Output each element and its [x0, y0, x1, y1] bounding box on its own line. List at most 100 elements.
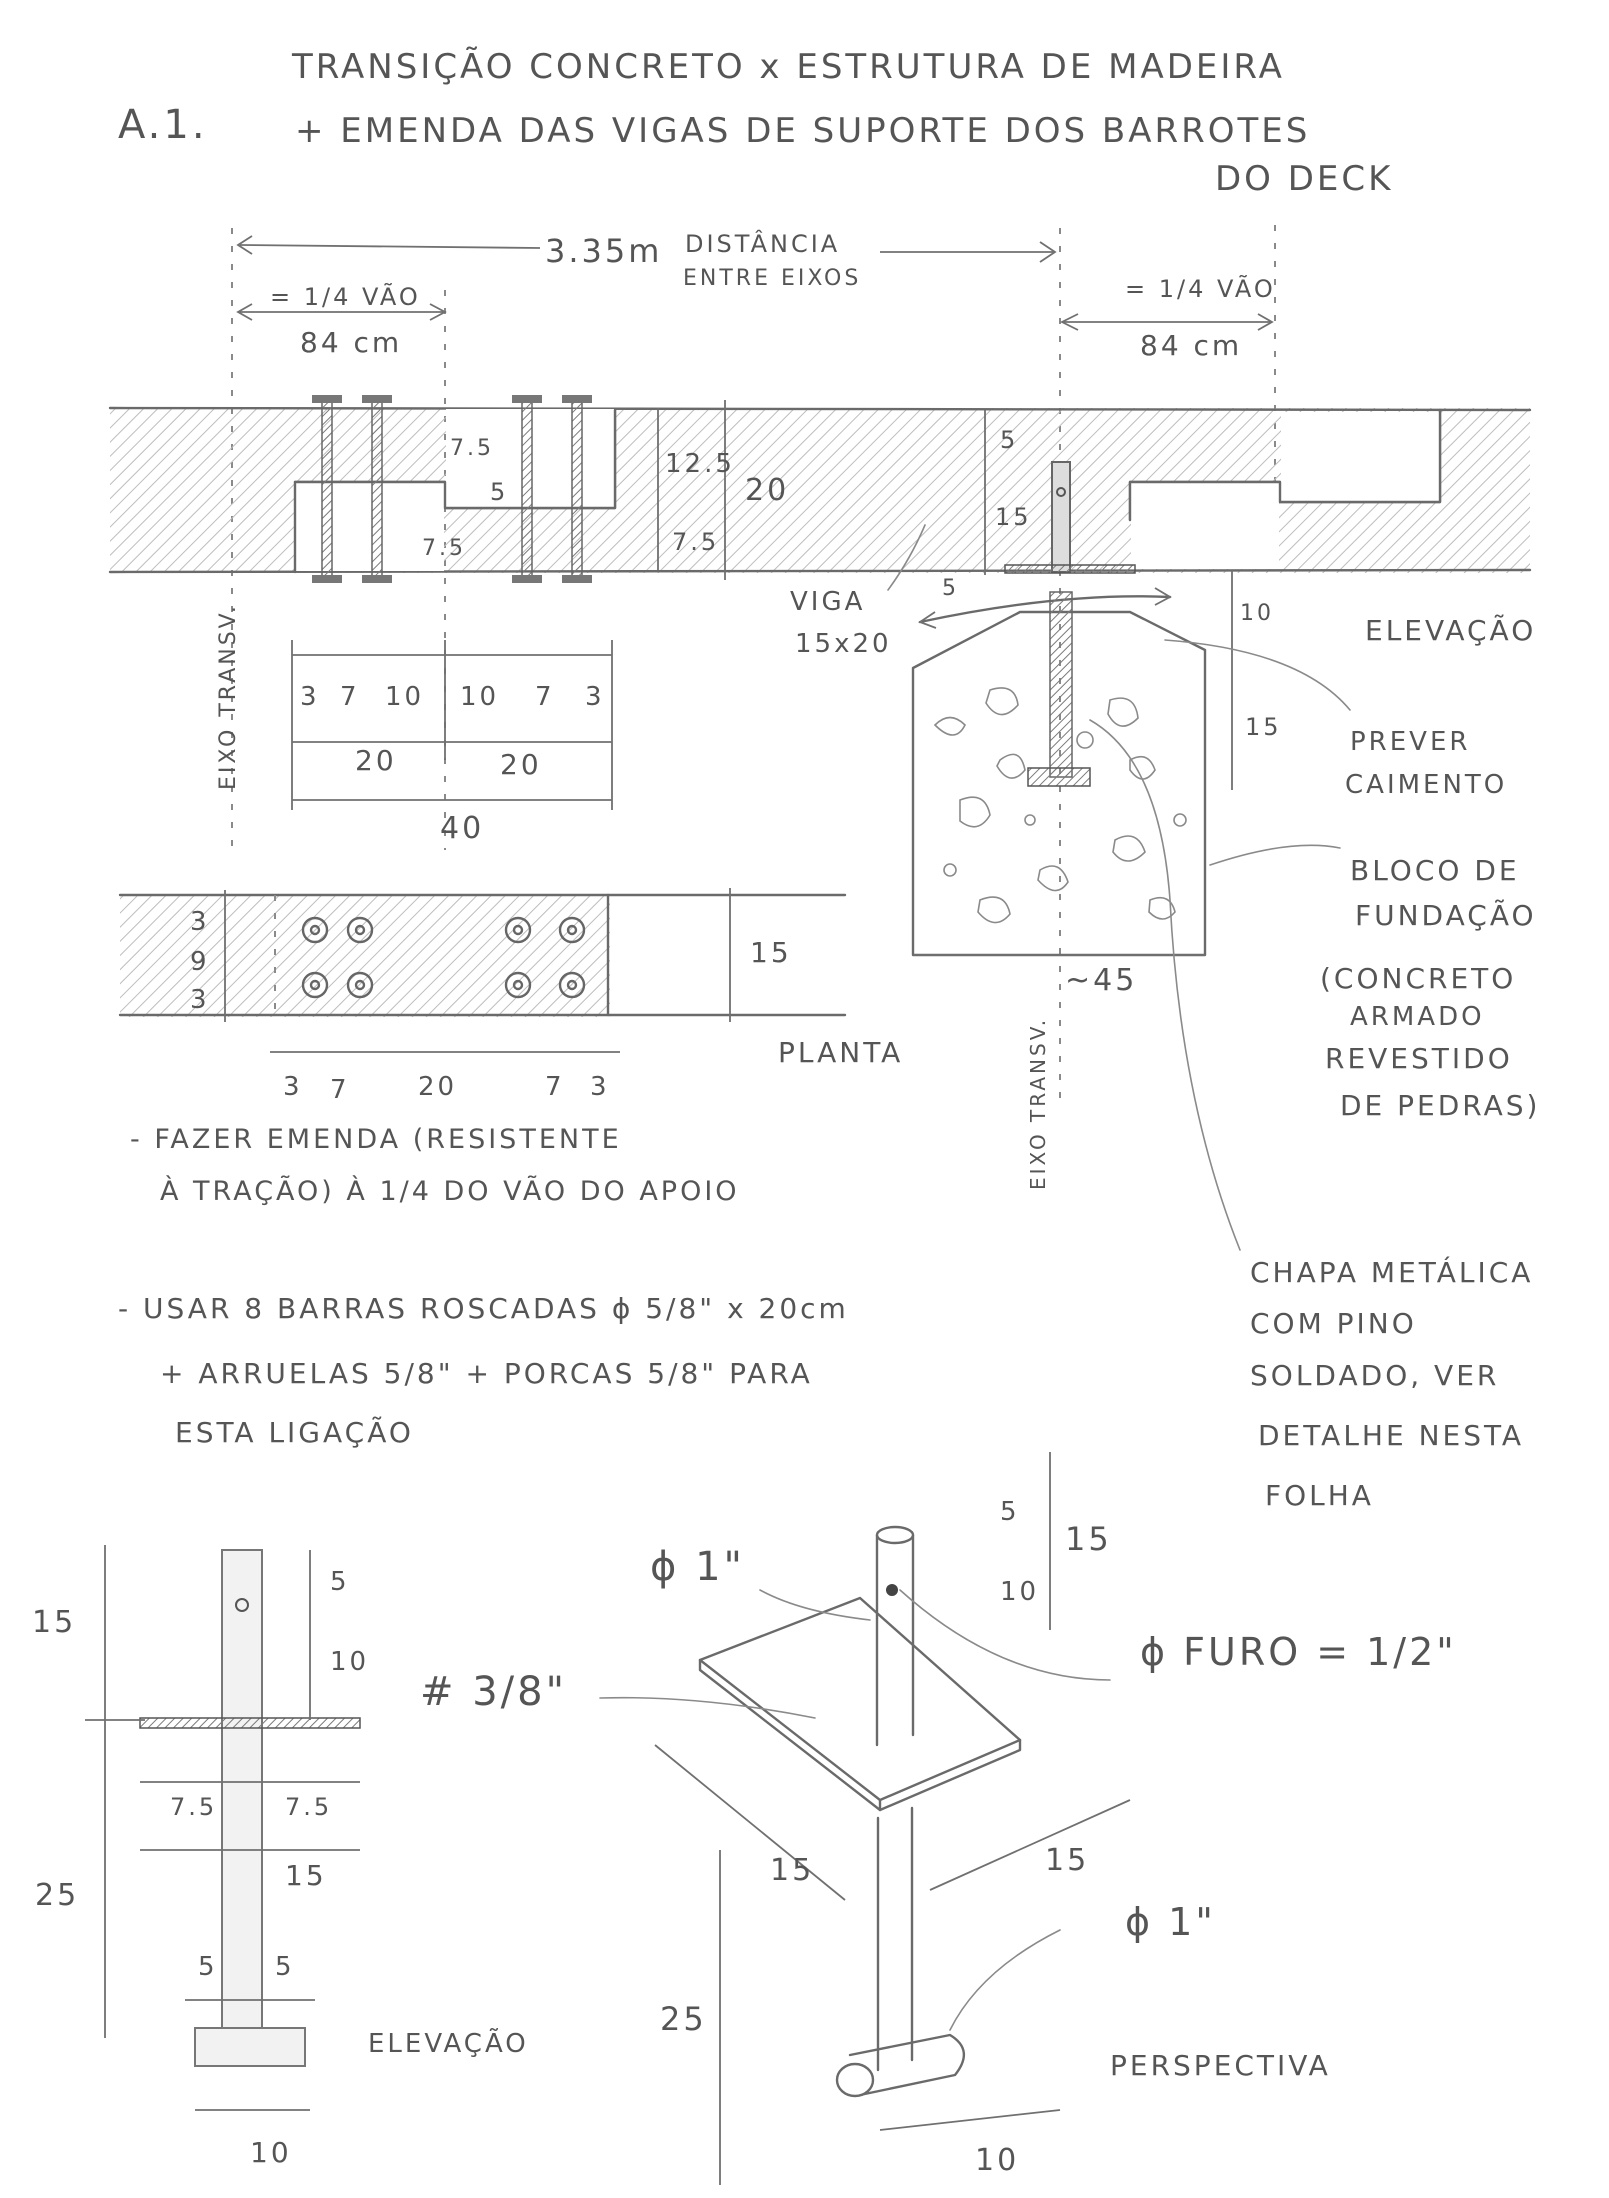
foundation-note-5: REVESTIDO	[1325, 1042, 1513, 1075]
notes: - FAZER EMENDA (RESISTENTE À TRAÇÃO) À 1…	[118, 1124, 849, 1449]
detail-5: 5	[330, 1567, 350, 1597]
plate-note-4: DETALHE NESTA	[1258, 1419, 1524, 1452]
plan-label: PLANTA	[778, 1036, 903, 1069]
detail-5-b: 5	[275, 1952, 295, 1982]
dim-5: 5	[490, 478, 508, 506]
persp-10-b: 10	[975, 2143, 1019, 2178]
bolt-dim-3: 10	[385, 682, 424, 712]
plate-perspective: ϕ 1" # 3/8" ϕ FURO = 1/2" 5 15 10 15 15 …	[420, 1452, 1457, 2185]
plate-note-1: CHAPA METÁLICA	[1250, 1255, 1533, 1289]
plan-dim-5: 3	[590, 1072, 610, 1102]
span-note-1: DISTÂNCIA	[685, 229, 840, 258]
plate-note-3: SOLDADO, VER	[1250, 1359, 1499, 1392]
foundation-note: BLOCO DE FUNDAÇÃO (CONCRETO ARMADO REVES…	[1320, 854, 1540, 1122]
foundation-note-4: ARMADO	[1350, 1002, 1485, 1032]
slope-note-1: PREVER	[1350, 727, 1470, 757]
persp-5: 5	[1000, 1497, 1020, 1527]
plate-note-2: COM PINO	[1250, 1307, 1417, 1340]
bolt-spacing-dims: 3 7 10 10 7 3 20 20 40 EIXO TRANSV.	[216, 603, 613, 846]
detail-10: 10	[330, 1647, 369, 1677]
dim-7-5-top: 7.5	[450, 436, 494, 461]
hole-diameter: ϕ FURO = 1/2"	[1140, 1630, 1457, 1674]
persp-15: 15	[1065, 1520, 1112, 1558]
quarter-left: = 1/4 VÃO	[270, 281, 421, 311]
detail-7-5-a: 7.5	[170, 1793, 217, 1821]
detail-15-w: 15	[285, 1859, 327, 1892]
plan-row-2: 9	[190, 947, 210, 977]
eixo-label-center: EIXO TRANSV.	[1026, 1017, 1050, 1190]
span-note-2: ENTRE EIXOS	[683, 266, 861, 291]
half-dim-1: 20	[355, 744, 397, 777]
quarter-right-cm: 84 cm	[1140, 329, 1242, 362]
beam-elevation: 7.5 5 7.5 12.5 7.5 20 5 15 5 VIGA 15x20 …	[108, 395, 1536, 790]
plan-dim-1: 3	[283, 1072, 303, 1102]
plan-view: 3 9 3 15 3 7 20 7 3 PLANTA EIXO TRANSV.	[118, 888, 1050, 1190]
note-2-c: ESTA LIGAÇÃO	[175, 1416, 414, 1449]
plate-detail-elevation: 15 25 5 10 7.5 7.5 15 5 5 10 ELEVAÇÃO	[32, 1545, 529, 2169]
plan-row-1: 3	[190, 907, 210, 937]
slope-note-2: CAIMENTO	[1345, 770, 1507, 800]
plan-row-3: 3	[190, 985, 210, 1015]
quarter-left-cm: 84 cm	[300, 326, 402, 359]
elevation-label: ELEVAÇÃO	[1365, 614, 1536, 647]
bolt-rods	[312, 395, 592, 583]
beam-label: VIGA	[790, 587, 865, 617]
plate-note: CHAPA METÁLICA COM PINO SOLDADO, VER DET…	[1089, 719, 1533, 1512]
plan-dim-4: 7	[545, 1072, 565, 1102]
persp-15-b: 15	[1045, 1843, 1089, 1878]
dim-15-b: 15	[1245, 713, 1282, 741]
persp-15-a: 15	[770, 1853, 814, 1888]
dim-20: 20	[745, 473, 789, 508]
foundation-note-3: (CONCRETO	[1320, 962, 1516, 995]
plate-note-5: FOLHA	[1265, 1479, 1374, 1512]
drawing-ref: A.1.	[118, 102, 208, 148]
dim-5-left: 5	[942, 576, 959, 601]
detail-5-a: 5	[198, 1952, 218, 1982]
bolt-dim-5: 7	[535, 682, 555, 712]
title-line-2: + EMENDA DAS VIGAS DE SUPORTE DOS BARROT…	[295, 111, 1310, 151]
persp-10: 10	[1000, 1577, 1039, 1607]
dim-12-5: 12.5	[665, 449, 735, 479]
note-1-b: À TRAÇÃO) À 1/4 DO VÃO DO APOIO	[160, 1175, 740, 1207]
title-block: A.1. TRANSIÇÃO CONCRETO x ESTRUTURA DE M…	[118, 47, 1393, 199]
total-dim: 40	[440, 811, 484, 846]
foundation-width: ~45	[1065, 963, 1137, 998]
quarter-right: = 1/4 VÃO	[1125, 273, 1276, 303]
span-dimensions: 3.35m DISTÂNCIA ENTRE EIXOS = 1/4 VÃO 84…	[231, 225, 1276, 1110]
detail-10-b: 10	[250, 2136, 292, 2169]
pin-diameter: ϕ 1"	[650, 1544, 745, 1590]
plate-thickness: # 3/8"	[420, 1669, 567, 1715]
plan-dim-2: 7	[330, 1075, 350, 1105]
detail-elevation-label: ELEVAÇÃO	[368, 2027, 529, 2059]
detail-7-5-b: 7.5	[285, 1793, 332, 1821]
foundation-note-1: BLOCO DE	[1350, 854, 1520, 887]
note-1-a: - FAZER EMENDA (RESISTENTE	[130, 1124, 622, 1155]
bolt-dim-2: 7	[340, 682, 360, 712]
title-line-1: TRANSIÇÃO CONCRETO x ESTRUTURA DE MADEIR…	[291, 47, 1285, 87]
dim-7-5-bottom: 7.5	[422, 536, 466, 561]
dim-10: 10	[1240, 601, 1274, 626]
beam-size: 15x20	[795, 629, 892, 659]
bolt-dim-6: 3	[585, 682, 605, 712]
dim-7-5-side: 7.5	[672, 528, 719, 556]
note-2-a: - USAR 8 BARRAS ROSCADAS ϕ 5/8" x 20cm	[118, 1292, 849, 1325]
title-line-3: DO DECK	[1215, 159, 1393, 199]
plan-dim-3: 20	[418, 1072, 457, 1102]
span-length: 3.35m	[545, 232, 662, 270]
plan-height: 15	[750, 936, 792, 969]
foundation-note-2: FUNDAÇÃO	[1355, 899, 1537, 932]
perspective-label: PERSPECTIVA	[1110, 2049, 1331, 2082]
note-2-b: + ARRUELAS 5/8" + PORCAS 5/8" PARA	[160, 1357, 813, 1390]
eixo-label-left: EIXO TRANSV.	[216, 603, 241, 790]
foundation-note-6: DE PEDRAS)	[1340, 1089, 1540, 1122]
half-dim-2: 20	[500, 748, 542, 781]
dim-5-top: 5	[1000, 426, 1018, 454]
detail-25: 25	[35, 1878, 79, 1913]
dim-15: 15	[995, 503, 1032, 531]
bolt-dim-1: 3	[300, 682, 320, 712]
persp-25: 25	[660, 2000, 707, 2038]
detail-15: 15	[32, 1605, 76, 1640]
bolt-dim-4: 10	[460, 682, 499, 712]
pin-diameter-2: ϕ 1"	[1125, 1900, 1216, 1944]
